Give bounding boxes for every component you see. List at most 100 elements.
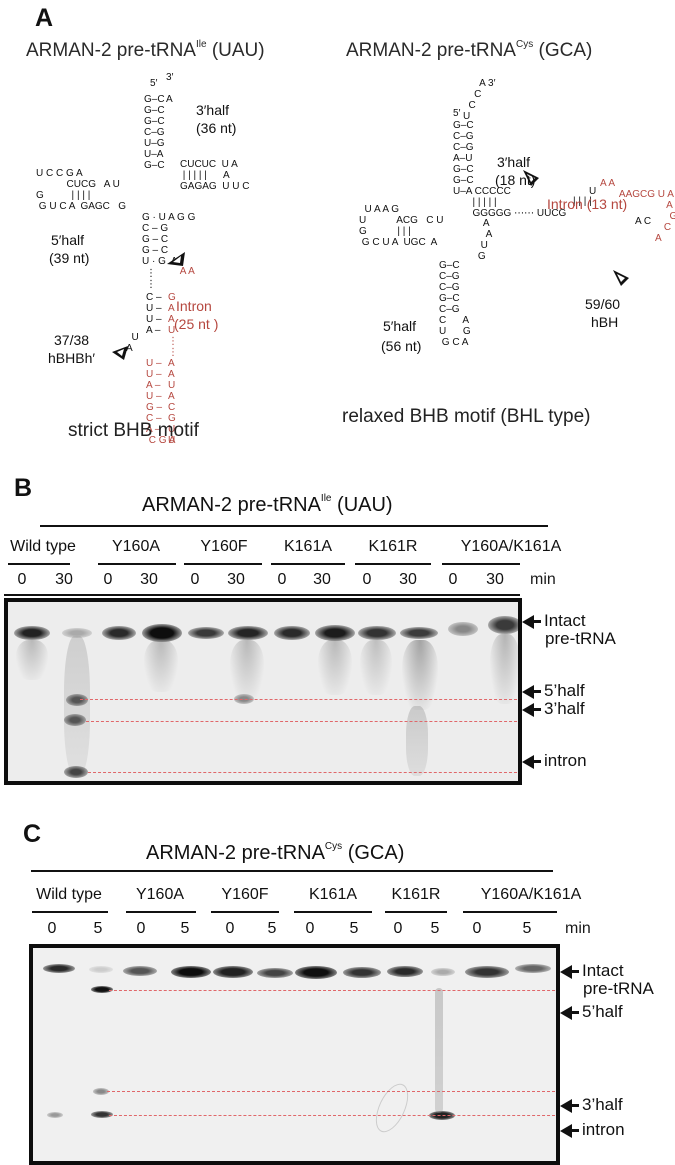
time-label: 5: [267, 920, 277, 937]
marker-text: Intact: [582, 961, 624, 980]
panel-a-left-title: ARMAN-2 pre-tRNAIle (UAU): [26, 38, 265, 62]
time-label: 0: [225, 920, 235, 937]
cleavage-site-icon: [112, 346, 128, 360]
time-label: 0: [277, 571, 287, 588]
enzyme-label-y160a: Y160A: [111, 538, 161, 555]
smear: [490, 634, 518, 704]
panel-c-title: ARMAN-2 pre-tRNACys (GCA): [146, 841, 404, 865]
band-intact: [387, 966, 423, 977]
enzyme-label-y160a: Y160A: [135, 886, 185, 903]
band-intron: [64, 766, 88, 778]
marker-text: 3’half: [544, 699, 585, 718]
band-intact: [228, 626, 268, 640]
gel-c: [29, 944, 560, 1165]
band-intact: [14, 626, 50, 640]
band-intact: [123, 966, 157, 976]
enzyme-underline: [271, 563, 345, 565]
title-sup: Ile: [195, 38, 207, 50]
smear: [406, 706, 428, 776]
gel-b: [4, 598, 522, 785]
intron-stem-left: U – U – A – U – G – C – A – C G A: [146, 358, 176, 446]
time-label: 5: [180, 920, 190, 937]
smear: [16, 640, 48, 680]
enzyme-label-wt: Wild type: [10, 538, 76, 555]
acceptor-3-top: A: [166, 94, 173, 105]
marker-intron-c: intron: [560, 1121, 625, 1139]
marker-text: 3’half: [582, 1095, 623, 1114]
arrow-left-icon: [522, 702, 534, 717]
title-main: ARMAN-2 pre-tRNA: [26, 40, 196, 61]
marker-3half-c: 3’half: [560, 1096, 623, 1114]
time-label: 0: [190, 571, 200, 588]
trna-cys-structure: A 3′ C C U 5′ G–C C–G C–G A–U G–C G–C U–…: [335, 70, 675, 450]
smear: [64, 636, 90, 776]
smear: [360, 640, 392, 695]
time-underline: [4, 594, 520, 596]
time-label: 0: [472, 920, 482, 937]
title-underline: [31, 870, 553, 872]
enzyme-label-wt: Wild type: [36, 886, 102, 903]
intron-seq: A A AAGCG U A A G C A: [600, 178, 675, 244]
cleavage-site-icon: [613, 270, 629, 286]
title-main: ARMAN-2 pre-tRNA: [346, 40, 516, 61]
t-arm: CUCUC U A | | | | | A GAGAG U U C: [180, 159, 250, 192]
band-3half: [64, 714, 86, 726]
intron-top: A A: [172, 266, 195, 277]
marker-pretrna-c: pre-tRNA: [583, 979, 654, 998]
smear: [402, 640, 438, 710]
band-5half: [91, 986, 113, 993]
enzyme-label-y160f: Y160F: [221, 886, 269, 903]
band-intact: [315, 625, 355, 641]
intron-label: Intron (13 nt): [547, 196, 628, 212]
band-intact: [102, 626, 136, 640]
enzyme-underline: [126, 911, 196, 913]
enzyme-underline: [32, 911, 108, 913]
bulge-nts: U A: [126, 332, 139, 354]
u-before-intron: U: [589, 186, 597, 197]
arrow-left-icon: [560, 964, 572, 979]
panel-a-letter: A: [35, 4, 54, 32]
marker-3half-b: 3’half: [522, 700, 585, 718]
time-unit: min: [565, 920, 591, 937]
band-intron: [91, 1111, 113, 1118]
time-label: 0: [448, 571, 458, 588]
time-label: 30: [313, 571, 331, 588]
gel-artifact: [369, 1078, 415, 1138]
time-label: 5: [349, 920, 359, 937]
strict-bhb-label: strict BHB motif: [68, 420, 199, 441]
cleavage-site-icon: [167, 252, 185, 266]
bhb-stem-black: C – U – U – A –: [146, 292, 162, 336]
time-label: 30: [227, 571, 245, 588]
enzyme-label-k161r: K161R: [368, 538, 418, 555]
time-label: 0: [17, 571, 27, 588]
marker-text: 5’half: [582, 1002, 623, 1021]
title-main: ARMAN-2 pre-tRNA: [142, 494, 321, 516]
band-intact: [448, 622, 478, 636]
band-intact: [62, 628, 92, 638]
title-main: ARMAN-2 pre-tRNA: [146, 842, 325, 864]
anticodon-stem: G–C C–G C–G G–C C–G C A U G G C A: [439, 260, 471, 348]
marker-text: Intact: [544, 611, 586, 630]
time-label: 0: [47, 920, 57, 937]
title-sup: Ile: [320, 493, 332, 505]
arrow-left-icon: [560, 1005, 572, 1020]
guide-intron: [109, 1115, 556, 1116]
panel-a-right-title: ARMAN-2 pre-tRNACys (GCA): [346, 39, 593, 62]
band-intact: [400, 627, 438, 639]
five-half-length: (56 nt): [381, 338, 422, 354]
end-5-label: 5′: [150, 78, 158, 89]
site-label-1: 59/60: [585, 296, 621, 312]
site-label-1: 37/38: [54, 332, 90, 348]
enzyme-underline: [385, 911, 447, 913]
enzyme-label-double: Y160A/K161A: [480, 886, 582, 903]
band-intact: [257, 968, 293, 978]
band-intron: [47, 1112, 63, 1118]
enzyme-label-y160f: Y160F: [200, 538, 248, 555]
arrow-left-icon: [522, 614, 534, 629]
band-intact: [488, 616, 518, 634]
site-label-2: hBHBh′: [48, 350, 95, 366]
arrow-left-icon: [560, 1098, 572, 1113]
marker-text: 5’half: [544, 681, 585, 700]
panel-b-letter: B: [14, 474, 33, 502]
title-tail: (GCA): [533, 40, 593, 61]
